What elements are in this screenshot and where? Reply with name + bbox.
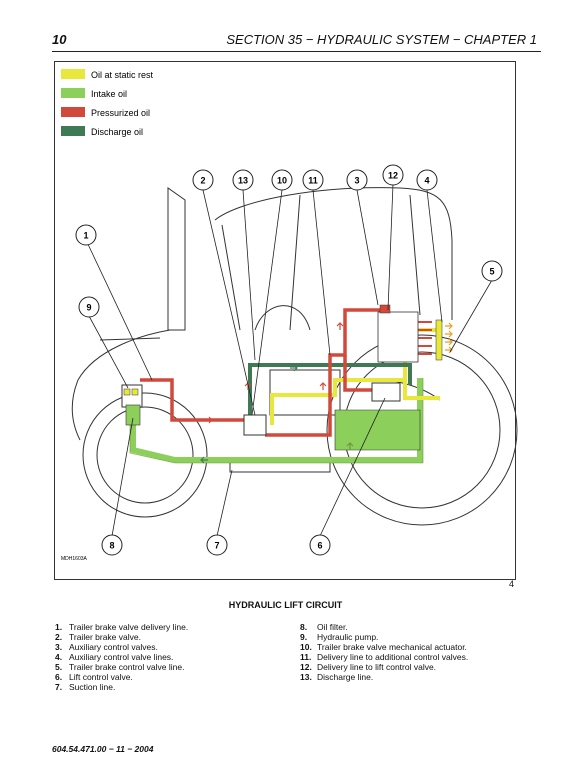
callout-10: 10 (271, 169, 293, 191)
list-item: 13.Discharge line. (300, 672, 374, 682)
steering-wheel (254, 305, 311, 331)
axle-base (229, 461, 331, 473)
list-item: 4.Auxiliary control valve lines. (55, 652, 174, 662)
svg-text:3: 3 (354, 176, 359, 186)
legend: Oil at static rest Intake oil Pressurize… (61, 69, 154, 137)
list-item: 11.Delivery line to additional control v… (300, 652, 469, 662)
parts-list-left: 1.Trailer brake valve delivery line. 2.T… (55, 622, 188, 692)
callout-9: 9 (78, 296, 100, 318)
static-line-b (403, 380, 440, 400)
cab-pillars (221, 194, 421, 331)
trailer-brake-valve-body (243, 414, 267, 436)
legend-swatch-discharge (61, 126, 85, 136)
list-item: 6.Lift control valve. (55, 672, 133, 682)
callout-5: 5 (481, 260, 503, 282)
parts-list-right: 8.Oil filter. 9.Hydraulic pump. 10.Trail… (300, 622, 468, 682)
legend-label-static: Oil at static rest (91, 70, 154, 80)
callout-12: 12 (382, 164, 404, 186)
front-wheel (82, 392, 208, 518)
list-item: 8.Oil filter. (300, 622, 348, 632)
oil-filter-body (125, 404, 141, 426)
svg-text:5: 5 (489, 267, 494, 277)
hood (71, 329, 171, 441)
svg-text:11: 11 (308, 176, 318, 186)
figure-frame (54, 61, 516, 580)
figure-caption: HYDRAULIC LIFT CIRCUIT (228, 600, 343, 610)
callout-3: 3 (346, 169, 368, 191)
aux-control-valves-body (377, 311, 419, 363)
figure-number: 4 (509, 579, 515, 589)
callout-11: 11 (302, 169, 324, 191)
legend-label-pressurized: Pressurized oil (91, 108, 150, 118)
lift-control-valve-body (371, 382, 401, 402)
page-header: 10 SECTION 35 − HYDRAULIC SYSTEM − CHAPT… (52, 31, 541, 52)
aux-valve-couplers (435, 319, 443, 361)
svg-text:1: 1 (83, 231, 88, 241)
callout-8: 8 (101, 534, 123, 556)
list-item: 3.Auxiliary control valves. (55, 642, 158, 652)
list-item: 7.Suction line. (55, 682, 116, 692)
callouts: 1 2 13 10 11 3 12 4 5 9 8 7 6 (75, 164, 503, 556)
list-item: 5.Trailer brake control valve line. (55, 662, 185, 672)
delivery-line-brake-valve (140, 378, 248, 422)
svg-text:12: 12 (388, 171, 398, 181)
rear-wheel (326, 334, 518, 526)
svg-text:7: 7 (214, 541, 219, 551)
hydraulic-pump-body (121, 384, 143, 408)
components (121, 304, 443, 436)
list-item: 2.Trailer brake valve. (55, 632, 141, 642)
svg-text:10: 10 (277, 176, 287, 186)
callout-2: 2 (192, 169, 214, 191)
oil-sump (334, 409, 421, 451)
legend-label-discharge: Discharge oil (91, 127, 143, 137)
page-number: 10 (52, 32, 67, 47)
legend-swatch-pressurized (61, 107, 85, 117)
hood-line (99, 337, 161, 341)
legend-swatch-intake (61, 88, 85, 98)
svg-text:2: 2 (200, 176, 205, 186)
legend-label-intake: Intake oil (91, 89, 127, 99)
list-item: 10.Trailer brake valve mechanical actuat… (300, 642, 467, 652)
svg-text:4: 4 (424, 176, 429, 186)
legend-swatch-static (61, 69, 85, 79)
exhaust-pipe (167, 187, 186, 331)
svg-text:8: 8 (109, 541, 114, 551)
svg-text:6: 6 (317, 541, 322, 551)
cab-roof (214, 187, 453, 320)
callout-1: 1 (75, 224, 97, 246)
footer-doc-code: 604.54.471.00 − 11 − 2004 (52, 744, 154, 754)
tractor-outline (71, 187, 518, 526)
drawing-code: MDH1603A (61, 556, 88, 562)
list-item: 9.Hydraulic pump. (300, 632, 379, 642)
leader-lines (85, 183, 493, 537)
callout-6: 6 (309, 534, 331, 556)
callout-4: 4 (416, 169, 438, 191)
delivery-line-lift-valve (343, 355, 372, 392)
callout-13: 13 (232, 169, 254, 191)
callout-7: 7 (206, 534, 228, 556)
svg-text:9: 9 (86, 303, 91, 313)
list-item: 12.Delivery line to lift control valve. (300, 662, 437, 672)
svg-text:13: 13 (238, 176, 248, 186)
list-item: 1.Trailer brake valve delivery line. (55, 622, 189, 632)
section-title: SECTION 35 − HYDRAULIC SYSTEM − CHAPTER … (226, 32, 537, 47)
